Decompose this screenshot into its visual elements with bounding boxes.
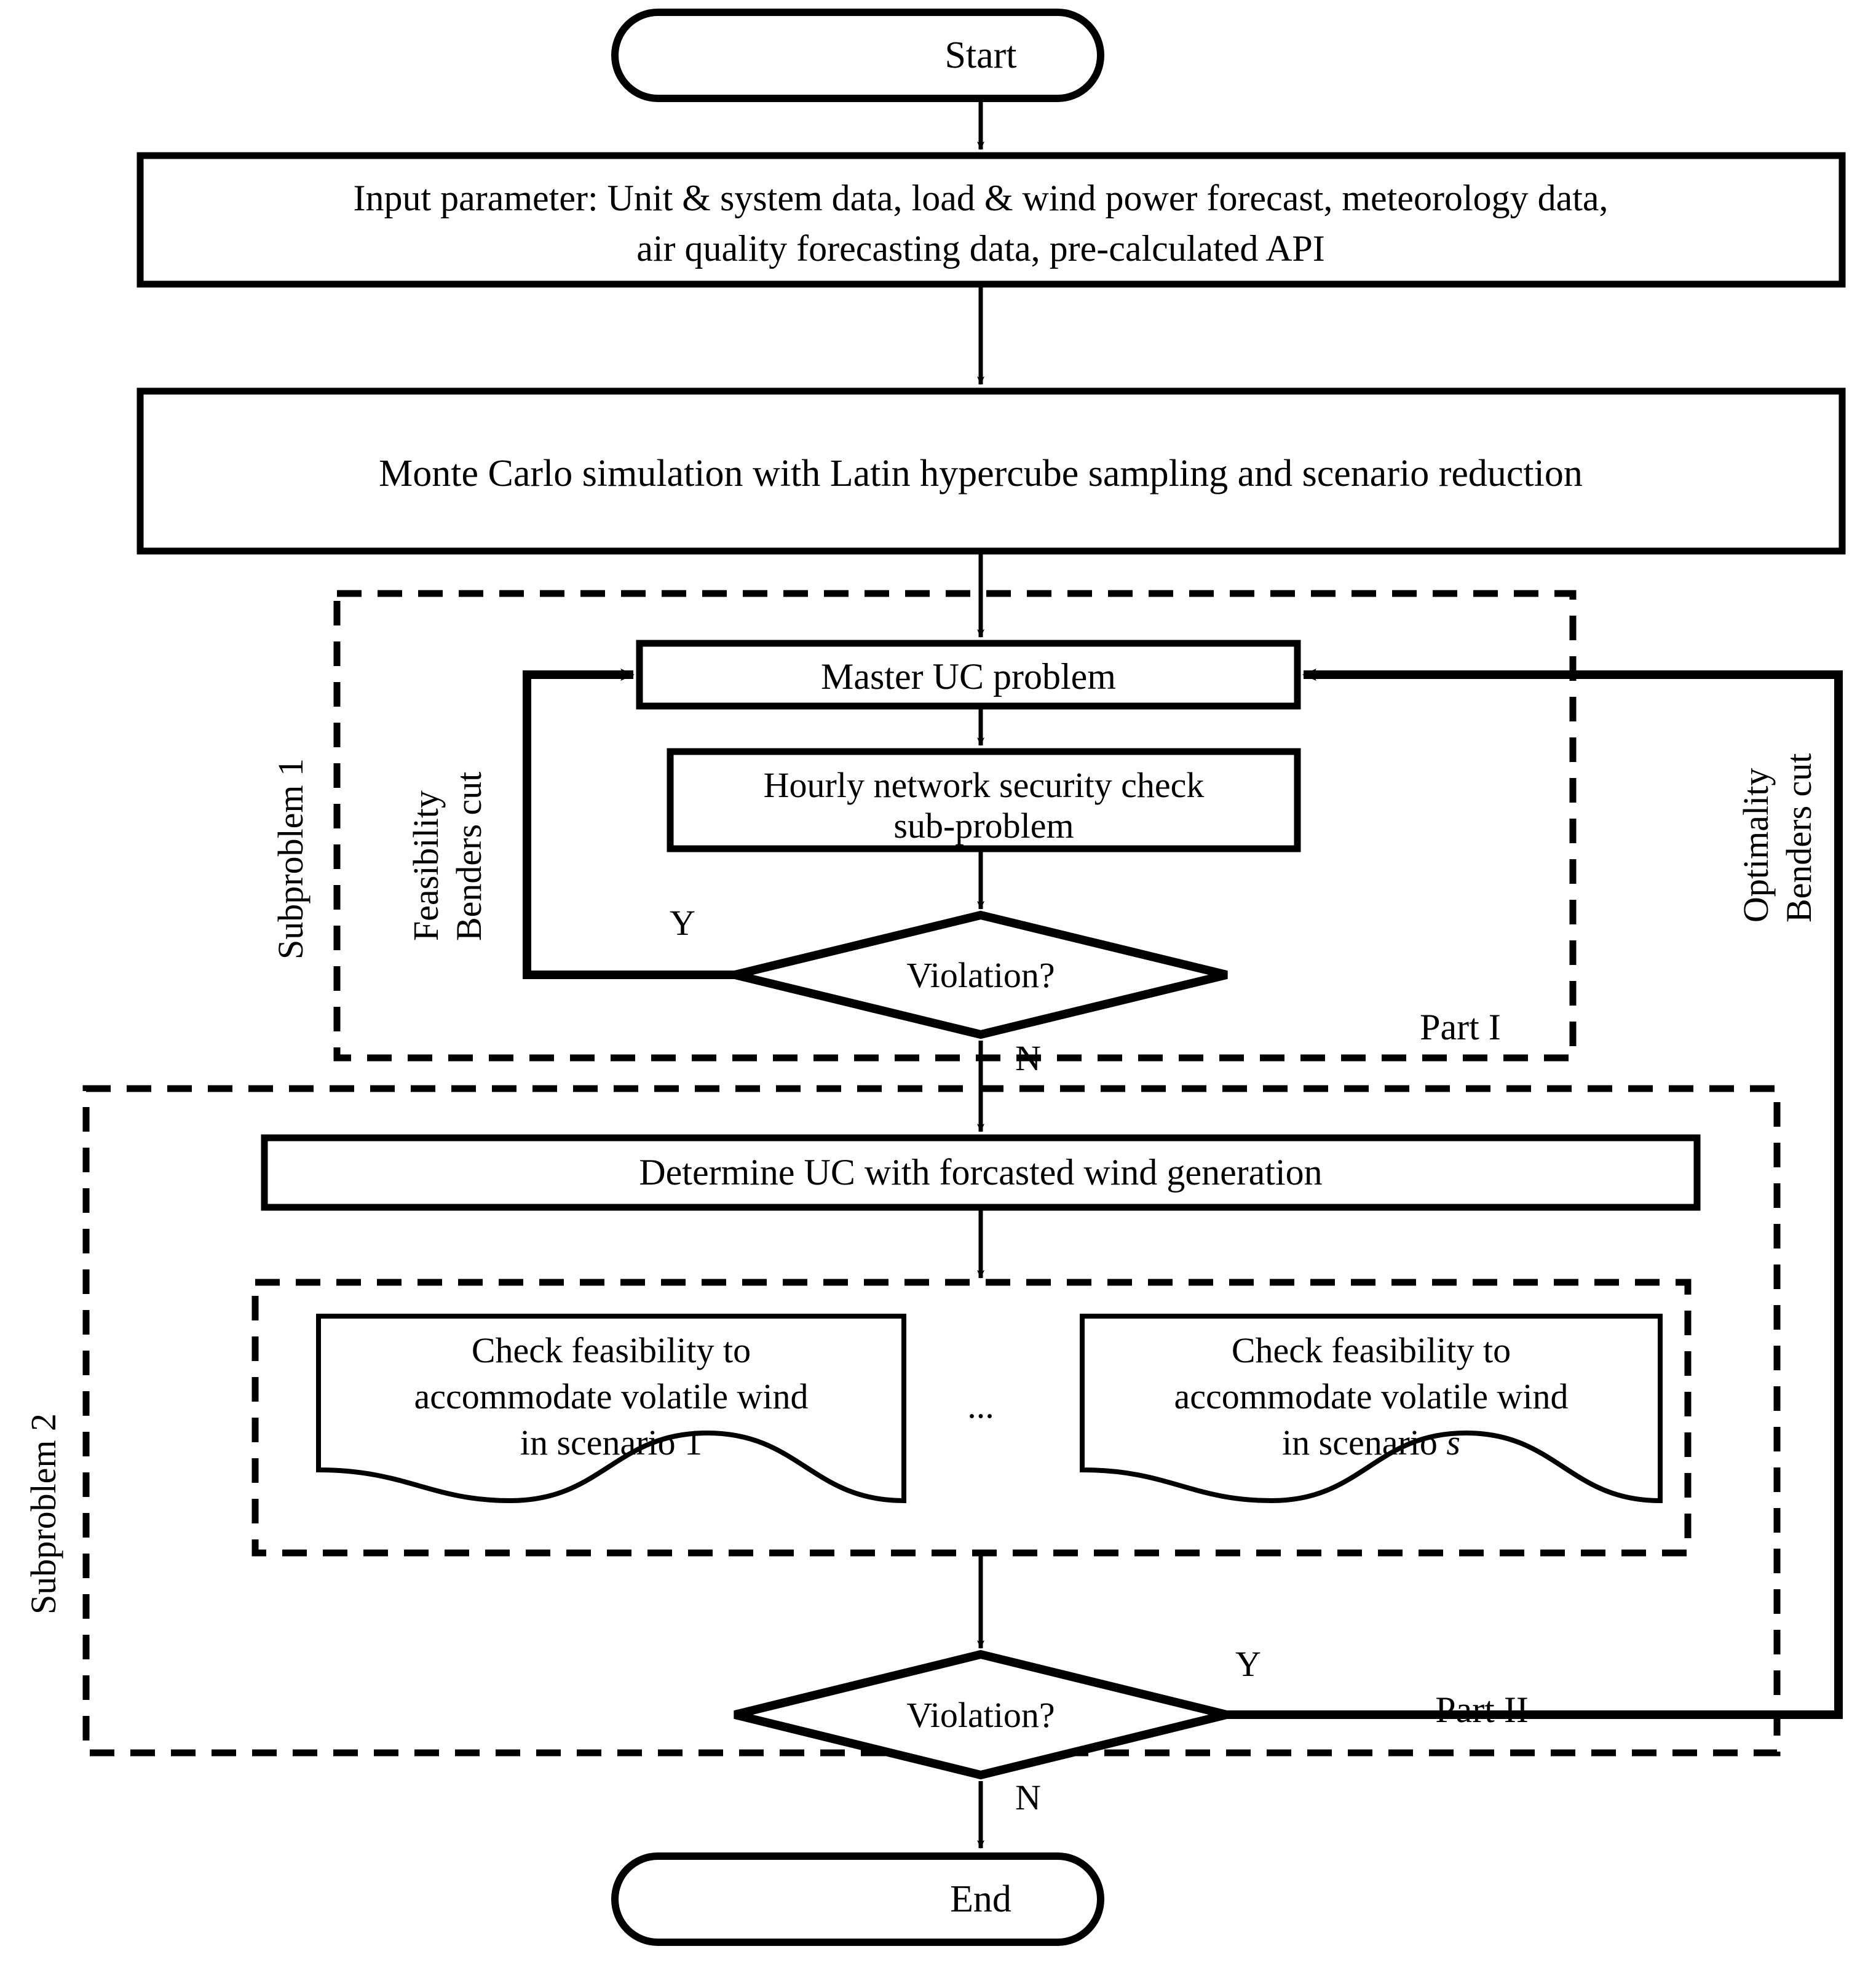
label-feasibility-line1: Feasibility xyxy=(406,790,446,941)
label-subproblem-2: Subproblem 2 xyxy=(23,1413,63,1614)
svg-text:in scenario 1: in scenario 1 xyxy=(520,1423,702,1463)
node-scenario-last-line2: accommodate volatile wind xyxy=(1174,1376,1568,1416)
node-scenario-last-line1: Check feasibility to xyxy=(1232,1330,1511,1370)
edge-label-violation1-yes: Y xyxy=(670,903,695,943)
node-input-parameter-line2: air quality forecasting data, pre-calcul… xyxy=(636,228,1325,269)
label-part-2: Part II xyxy=(1435,1689,1529,1730)
node-monte-carlo-label: Monte Carlo simulation with Latin hyperc… xyxy=(379,453,1583,494)
label-optimality-line2: Benders cut xyxy=(1779,753,1819,923)
node-determine-uc-label: Determine UC with forcasted wind generat… xyxy=(639,1152,1322,1193)
node-scenario-last[interactable]: Check feasibility to accommodate volatil… xyxy=(1080,1314,1663,1504)
node-scenario-last-line3-prefix: in scenario xyxy=(1282,1423,1446,1463)
node-hourly-check-line2: sub-problem xyxy=(893,806,1074,846)
label-feasibility-line2: Benders cut xyxy=(449,772,489,941)
svg-text:in scenario s: in scenario s xyxy=(1282,1423,1460,1463)
scenario-ellipsis: ... xyxy=(967,1386,994,1426)
node-scenario-first-index: 1 xyxy=(684,1423,702,1463)
node-monte-carlo[interactable]: Monte Carlo simulation with Latin hyperc… xyxy=(137,387,1846,555)
label-subproblem-1-text: Subproblem 1 xyxy=(271,758,311,959)
scenario-group-region xyxy=(251,1279,1692,1557)
node-violation-1-label: Violation? xyxy=(906,955,1055,995)
label-part-1: Part I xyxy=(1420,1007,1501,1047)
node-scenario-last-index: s xyxy=(1446,1423,1460,1463)
node-end-label: End xyxy=(950,1878,1011,1920)
part-1-region xyxy=(333,590,1577,1062)
edge-feasibility-benders-cut xyxy=(523,669,734,979)
node-violation-2[interactable]: Violation? xyxy=(734,1649,1228,1780)
label-optimality-benders-cut: Optimality Benders cut xyxy=(1736,753,1819,923)
label-subproblem-2-text: Subproblem 2 xyxy=(23,1413,63,1614)
node-master-uc-label: Master UC problem xyxy=(821,656,1116,697)
label-feasibility-benders-cut: Feasibility Benders cut xyxy=(406,772,489,941)
node-scenario-first-line2: accommodate volatile wind xyxy=(414,1376,808,1416)
node-hourly-check[interactable]: Hourly network security check sub-proble… xyxy=(667,748,1301,852)
node-determine-uc[interactable]: Determine UC with forcasted wind generat… xyxy=(261,1134,1701,1211)
node-input-parameter[interactable]: Input parameter: Unit & system data, loa… xyxy=(137,152,1846,288)
label-subproblem-1: Subproblem 1 xyxy=(271,758,311,959)
node-start[interactable]: Start xyxy=(611,9,1104,102)
node-scenario-first-line1: Check feasibility to xyxy=(472,1330,751,1370)
node-scenario-first[interactable]: Check feasibility to accommodate volatil… xyxy=(316,1314,906,1504)
node-violation-1[interactable]: Violation? xyxy=(734,910,1228,1039)
edge-label-violation2-yes: Y xyxy=(1235,1644,1261,1684)
edge-optimality-benders-cut xyxy=(1101,669,1843,1719)
edge-label-violation1-no: N xyxy=(1015,1038,1041,1078)
label-optimality-line1: Optimality xyxy=(1736,768,1776,923)
node-hourly-check-line1: Hourly network security check xyxy=(764,765,1205,805)
node-end[interactable]: End xyxy=(611,1852,1104,1946)
node-master-uc[interactable]: Master UC problem xyxy=(636,640,1301,710)
node-violation-2-label: Violation? xyxy=(906,1695,1055,1735)
edge-label-violation2-no: N xyxy=(1015,1777,1041,1817)
node-scenario-first-line3-prefix: in scenario xyxy=(520,1423,684,1463)
node-input-parameter-line1: Input parameter: Unit & system data, loa… xyxy=(353,178,1608,218)
node-start-label: Start xyxy=(944,34,1016,76)
